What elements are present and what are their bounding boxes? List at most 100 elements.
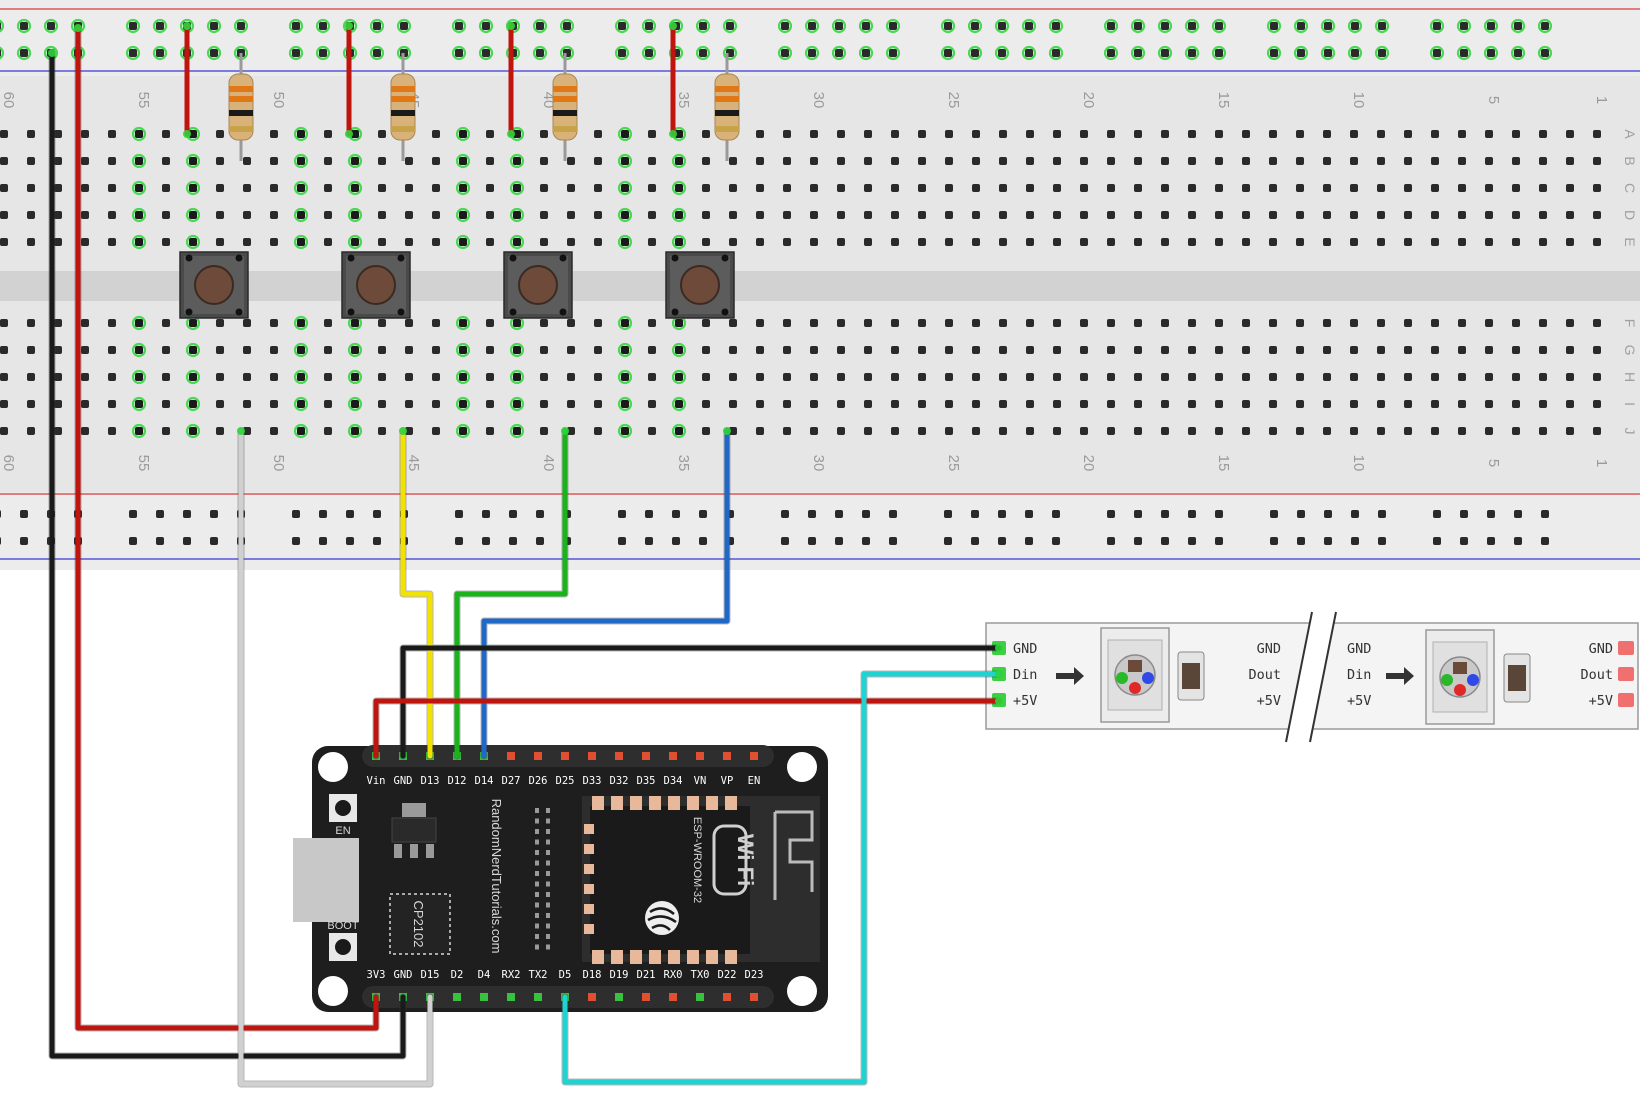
rail-hole: [1188, 49, 1196, 57]
breadboard-hole: [945, 184, 953, 192]
breadboard-hole: [594, 400, 602, 408]
rail-hole: [373, 49, 381, 57]
breadboard-hole: [216, 157, 224, 165]
column-number: 45: [405, 455, 422, 472]
rail-hole: [1270, 510, 1278, 518]
breadboard-hole: [189, 157, 197, 165]
wire-endpoint: [995, 670, 1003, 678]
rail-hole: [1324, 537, 1332, 545]
breadboard-hole: [1269, 319, 1277, 327]
breadboard-hole: [108, 400, 116, 408]
breadboard-hole: [918, 373, 926, 381]
connected-hole-highlight: [185, 207, 201, 223]
breadboard-hole: [1377, 346, 1385, 354]
breadboard-hole: [675, 130, 683, 138]
breadboard-hole: [918, 157, 926, 165]
module-pad: [687, 950, 699, 964]
breadboard-hole: [864, 130, 872, 138]
breadboard-hole: [27, 400, 35, 408]
module-pad: [687, 796, 699, 810]
led-blue-die: [1142, 672, 1154, 684]
breadboard-hole: [243, 238, 251, 246]
column-number: 55: [135, 455, 152, 472]
header-pin: [588, 993, 596, 1001]
breadboard-hole: [1053, 184, 1061, 192]
breadboard-hole: [891, 346, 899, 354]
connected-hole-highlight: [185, 234, 201, 250]
pin-label: RX2: [502, 969, 521, 981]
connected-hole-highlight: [293, 315, 309, 331]
breadboard-hole: [999, 157, 1007, 165]
wire-endpoint: [561, 427, 569, 435]
breadboard-hole: [0, 427, 8, 435]
header-dot: [546, 934, 550, 939]
breadboard-hole: [270, 346, 278, 354]
breadboard-hole: [567, 238, 575, 246]
boot-button-cap: [335, 939, 351, 955]
breadboard-hole: [378, 130, 386, 138]
rail-hole: [971, 537, 979, 545]
connected-hole-highlight: [671, 234, 687, 250]
connected-hole-highlight: [347, 153, 363, 169]
breadboard-hole: [648, 130, 656, 138]
breadboard-hole: [432, 346, 440, 354]
connected-hole-highlight: [347, 396, 363, 412]
breadboard-hole: [1053, 130, 1061, 138]
breadboard-hole: [513, 346, 521, 354]
connected-hole-highlight: [617, 396, 633, 412]
row-letter: B: [1622, 156, 1638, 165]
pin-label: D4: [478, 969, 491, 981]
breadboard-hole: [810, 157, 818, 165]
rail-hole: [944, 537, 952, 545]
connected-hole-highlight: [131, 423, 147, 439]
resistor-band: [715, 96, 739, 102]
breadboard-hole: [351, 319, 359, 327]
breadboard-hole: [216, 238, 224, 246]
connected-hole-highlight: [1320, 18, 1336, 34]
breadboard-hole: [1269, 400, 1277, 408]
breadboard-hole: [1296, 346, 1304, 354]
connected-hole-highlight: [994, 45, 1010, 61]
breadboard-hole: [1296, 427, 1304, 435]
breadboard-hole: [1350, 157, 1358, 165]
breadboard-hole: [27, 427, 35, 435]
rail-hole: [0, 537, 1, 545]
header-dot: [535, 934, 539, 939]
breadboard-hole: [540, 427, 548, 435]
breadboard-hole: [1134, 211, 1142, 219]
breadboard-hole: [459, 238, 467, 246]
breadboard-hole: [1323, 211, 1331, 219]
breadboard-hole: [189, 184, 197, 192]
led-die: [1453, 662, 1467, 674]
breadboard-hole: [351, 373, 359, 381]
breadboard-hole: [621, 346, 629, 354]
breadboard-hole: [1161, 319, 1169, 327]
rail-hole: [672, 510, 680, 518]
breadboard-hole: [351, 211, 359, 219]
connected-hole-highlight: [777, 18, 793, 34]
header-dot: [535, 892, 539, 897]
rail-hole: [1270, 537, 1278, 545]
rail-hole: [1134, 510, 1142, 518]
connected-hole-highlight: [509, 207, 525, 223]
breadboard-hole: [1431, 130, 1439, 138]
breadboard-hole: [1026, 319, 1034, 327]
breadboard-hole: [891, 238, 899, 246]
wire-d12: [454, 428, 568, 759]
connected-hole-highlight: [1429, 45, 1445, 61]
breadboard-hole: [594, 130, 602, 138]
pin-label: D18: [583, 969, 602, 981]
header-pin: [534, 993, 542, 1001]
breadboard-hole: [1188, 184, 1196, 192]
breadboard-hole: [648, 184, 656, 192]
column-number: 55: [135, 92, 152, 109]
breadboard-hole: [1404, 319, 1412, 327]
breadboard-hole: [1323, 346, 1331, 354]
rail-hole: [1134, 49, 1142, 57]
connected-hole-highlight: [641, 45, 657, 61]
resistor-band: [715, 86, 739, 92]
breadboard-hole: [1566, 211, 1574, 219]
connected-hole-highlight: [671, 396, 687, 412]
connected-hole-highlight: [288, 45, 304, 61]
breadboard-hole: [1053, 400, 1061, 408]
